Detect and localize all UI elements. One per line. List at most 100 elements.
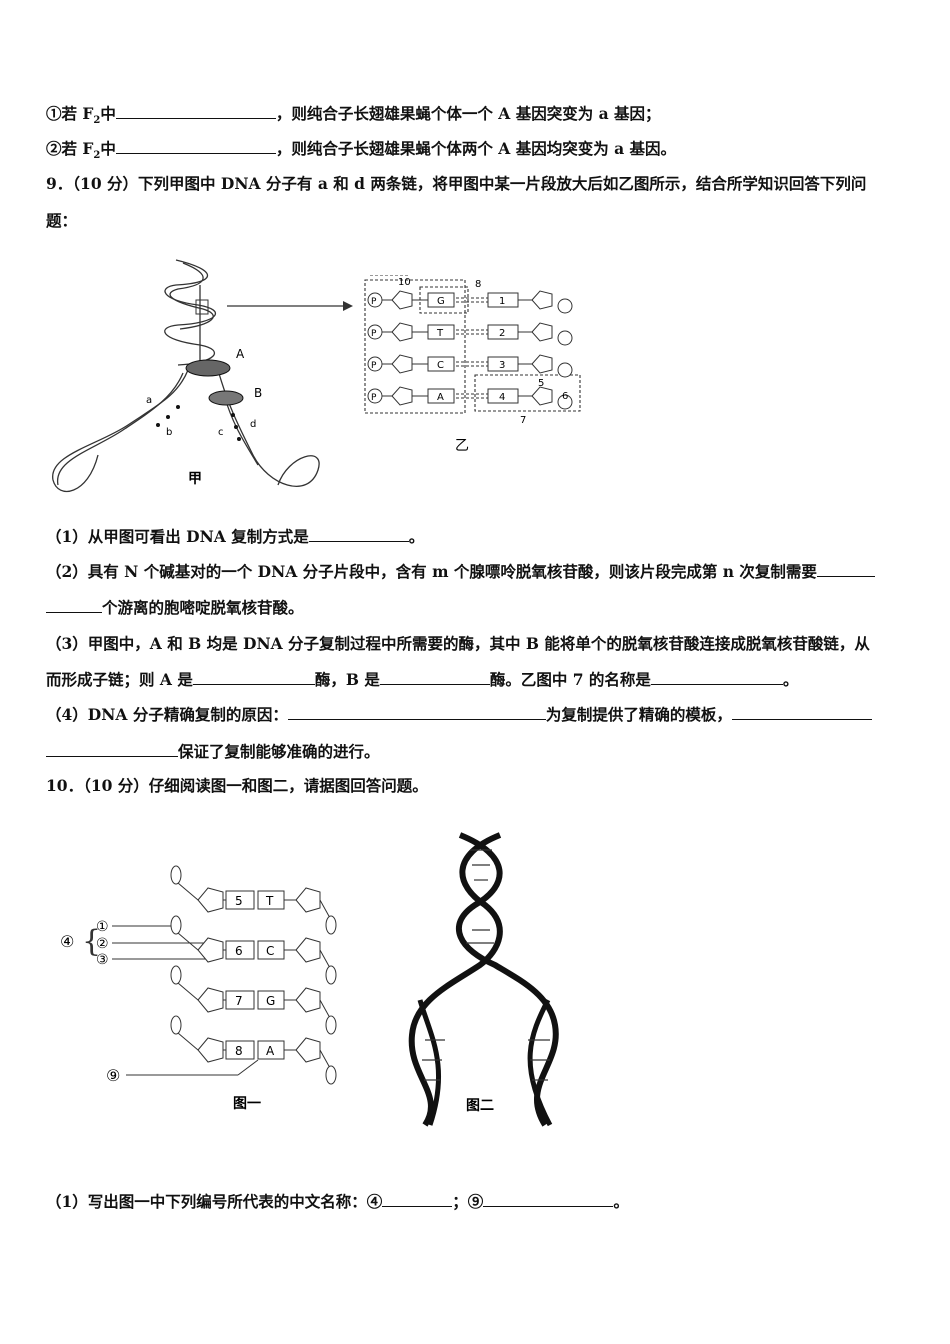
answer-blank[interactable] <box>382 1192 453 1207</box>
phosphate-label: P <box>371 297 377 307</box>
answer-blank[interactable] <box>192 670 315 685</box>
q10-part-1: （1）写出图一中下列编号所代表的中文名称：④；⑨。 <box>46 1192 629 1211</box>
answer-blank[interactable] <box>483 1192 614 1207</box>
deoxyribose-shape <box>295 987 321 1013</box>
deoxyribose-shape <box>391 386 413 406</box>
deoxyribose-shape <box>295 1037 321 1063</box>
answer-blank[interactable] <box>115 139 276 154</box>
phosphate-circle <box>557 394 573 410</box>
svg-text:{: { <box>82 924 101 959</box>
phosphate-oval <box>325 915 337 935</box>
deoxyribose-shape <box>197 887 224 913</box>
label-6: 6 <box>562 391 568 402</box>
figure-2: 图二 <box>408 832 559 1127</box>
svg-text:8: 8 <box>475 279 481 290</box>
figure-caption: 图二 <box>466 1098 494 1114</box>
q8-line-2: ②若 F2中，则纯合子长翅雄果蝇个体两个 A 基因均突变为 a 基因。 <box>46 139 677 162</box>
answer-blank[interactable] <box>115 104 276 119</box>
deoxyribose-shape <box>295 887 321 913</box>
svg-text:10: 10 <box>398 277 411 288</box>
base-left-label: A <box>437 392 444 403</box>
answer-blank[interactable] <box>46 742 178 757</box>
enzyme-b-label: B <box>254 386 262 400</box>
q9-part-1: （1）从甲图可看出 DNA 复制方式是。 <box>46 527 425 546</box>
base-letter-label: A <box>266 1044 275 1058</box>
q9-part-3-cont: 而形成子链；则 A 是酶，B 是酶。乙图中 7 的名称是。 <box>46 670 799 689</box>
svg-text:7: 7 <box>520 415 526 426</box>
arrow-icon <box>227 301 353 311</box>
base-number-label: 8 <box>235 1044 243 1058</box>
base-number-label: 7 <box>235 994 243 1008</box>
base-number-box <box>225 940 255 960</box>
svg-text:①: ① <box>96 919 109 935</box>
answer-blank[interactable] <box>816 562 875 577</box>
deoxyribose-shape <box>197 1037 224 1063</box>
base-number-box <box>225 990 255 1010</box>
q9-part-4-cont: 保证了复制能够准确的进行。 <box>46 740 380 762</box>
svg-text:b: b <box>166 427 172 438</box>
label-5: 5 <box>538 378 544 389</box>
phosphate-circle <box>557 362 573 378</box>
phosphate-circle <box>557 330 573 346</box>
base-right-label: 3 <box>499 360 505 371</box>
base-right-label: 4 <box>499 392 505 403</box>
answer-blank[interactable] <box>308 527 409 542</box>
answer-blank[interactable] <box>379 670 490 685</box>
answer-blank[interactable] <box>46 598 102 613</box>
q9-part-4: （4）DNA 分子精确复制的原因：为复制提供了精确的模板， <box>46 703 872 725</box>
deoxyribose-shape <box>295 937 321 963</box>
deoxyribose-shape <box>531 386 553 406</box>
base-left-box <box>427 388 455 404</box>
phosphate-label: P <box>371 393 377 403</box>
q9-part-3: （3）甲图中，A 和 B 均是 DNA 分子复制过程中所需要的酶，其中 B 能将… <box>46 634 870 653</box>
phosphate-label: P <box>371 361 377 371</box>
figure-caption: 图一 <box>233 1096 261 1112</box>
base-left-box <box>427 292 455 308</box>
deoxyribose-shape <box>391 354 413 374</box>
phosphate-oval <box>325 1015 337 1035</box>
deoxyribose-shape <box>531 354 553 374</box>
q9-heading: 9．（10 分）下列甲图中 DNA 分子有 a 和 d 两条链，将甲图中某一片段… <box>46 174 867 193</box>
svg-text:c: c <box>218 427 224 438</box>
q10-heading: 10．（10 分）仔细阅读图一和图二，请据图回答问题。 <box>46 776 428 795</box>
deoxyribose-shape <box>197 987 224 1013</box>
deoxyribose-shape <box>391 290 413 310</box>
svg-text:⑨: ⑨ <box>106 1066 120 1085</box>
svg-text:④: ④ <box>60 932 74 951</box>
phosphate-oval <box>325 1065 337 1085</box>
svg-text:a: a <box>146 395 152 406</box>
enzyme-a-label: A <box>236 347 245 361</box>
base-left-box <box>427 324 455 340</box>
deoxyribose-shape <box>531 290 553 310</box>
svg-text:②: ② <box>96 936 109 952</box>
svg-text:③: ③ <box>96 952 109 968</box>
deoxyribose-shape <box>531 322 553 342</box>
phosphate-oval <box>170 865 182 885</box>
base-right-label: 1 <box>499 296 505 307</box>
base-left-label: C <box>437 360 444 371</box>
base-right-label: 2 <box>499 328 505 339</box>
phosphate-circle <box>557 298 573 314</box>
deoxyribose-shape <box>391 322 413 342</box>
phosphate-oval <box>170 965 182 985</box>
svg-text:d: d <box>250 419 256 430</box>
base-left-label: G <box>437 296 445 307</box>
answer-blank[interactable] <box>650 670 783 685</box>
figure-caption: 乙 <box>455 438 469 454</box>
base-letter-label: C <box>266 944 274 958</box>
phosphate-oval <box>170 915 182 935</box>
figure-jia: A B a b c d 甲 <box>52 259 320 493</box>
q9-part-2-cont: 个游离的胞嘧啶脱氧核苷酸。 <box>46 596 304 618</box>
q9-heading-cont: 题： <box>46 211 78 230</box>
answer-blank[interactable] <box>287 705 546 720</box>
base-number-box <box>225 890 255 910</box>
figure-caption: 甲 <box>188 471 202 487</box>
phosphate-oval <box>170 1015 182 1035</box>
base-left-label: T <box>436 328 444 339</box>
deoxyribose-shape <box>197 937 224 963</box>
base-number-label: 6 <box>235 944 243 958</box>
answer-blank[interactable] <box>731 705 872 720</box>
base-number-box <box>225 1040 255 1060</box>
